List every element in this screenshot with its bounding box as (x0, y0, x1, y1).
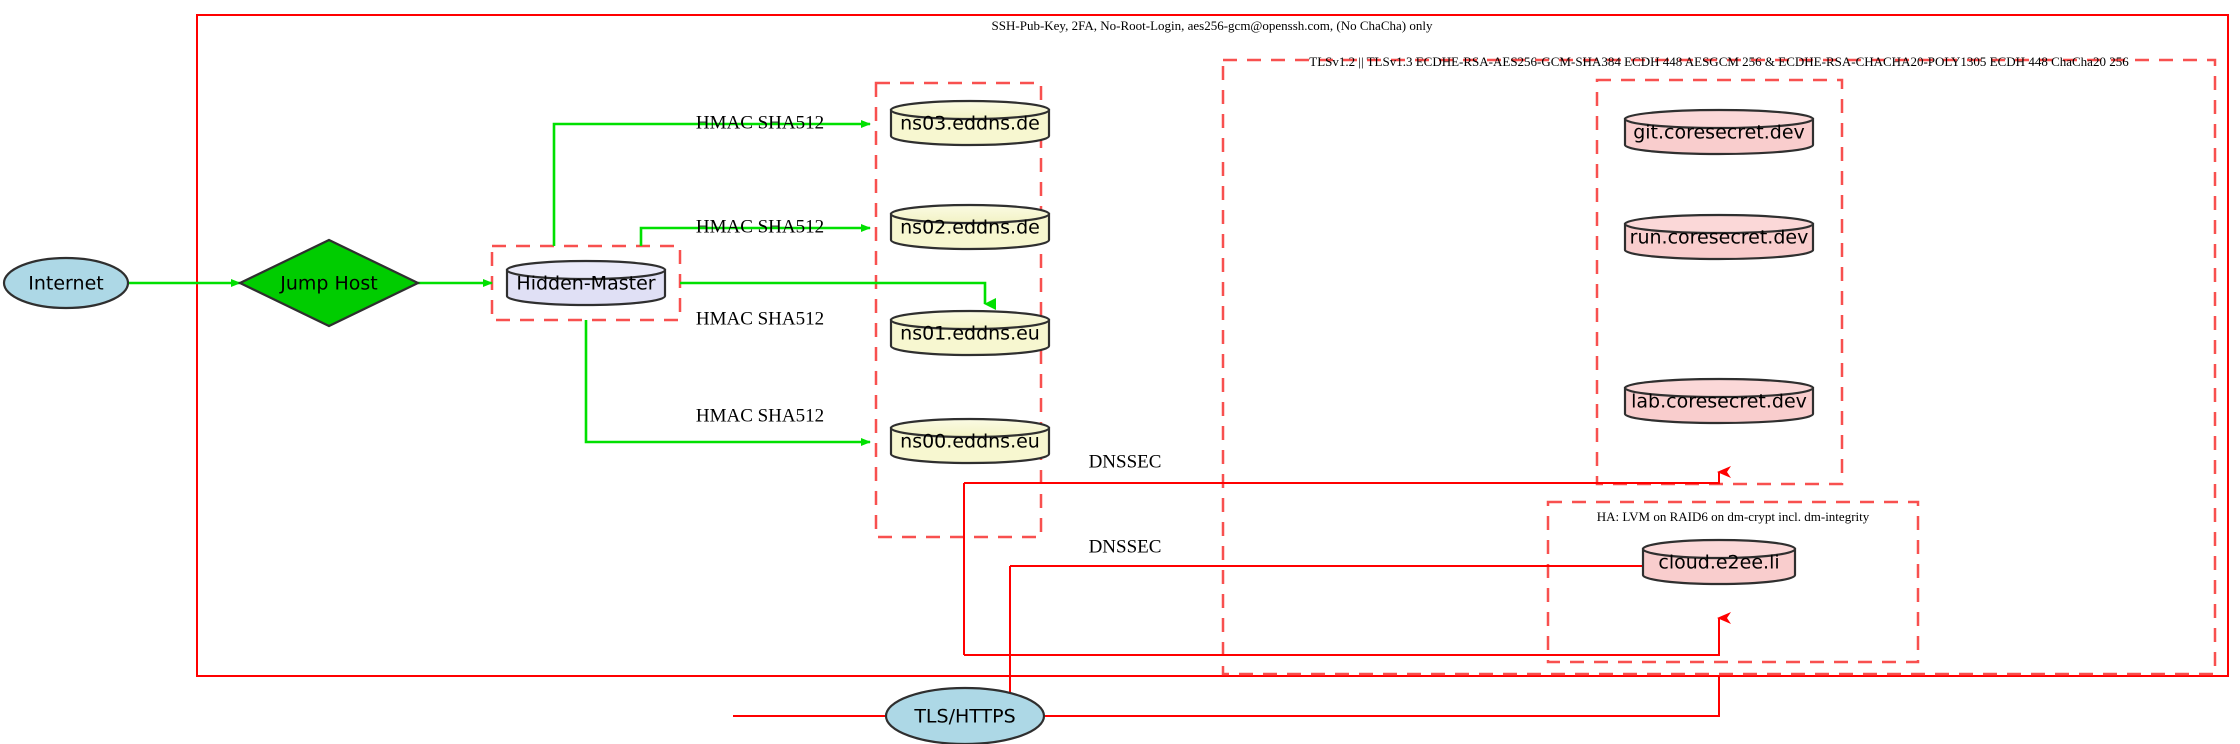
node-hidden-master-label: Hidden-Master (516, 273, 655, 295)
node-ns00[interactable]: ns00.eddns.eu (889, 417, 1051, 465)
cluster-dns-box (874, 81, 1043, 539)
edge-hiddenmaster-to-ns03 (552, 120, 871, 246)
edge-label-hmac-ns00: HMAC SHA512 (696, 405, 824, 426)
edge-dnssec-upper-riser (964, 612, 1731, 656)
node-lab-coresecret[interactable]: lab.coresecret.dev (1623, 377, 1815, 425)
cluster-ssh-label: SSH-Pub-Key, 2FA, No-Root-Login, aes256-… (992, 18, 1433, 33)
node-internet[interactable]: Internet (2, 256, 130, 310)
node-internet-label: Internet (28, 273, 103, 295)
cluster-tls-box (1221, 58, 2217, 676)
edge-label-hmac-ns03: HMAC SHA512 (696, 112, 824, 133)
edge-label-hmac-ns01: HMAC SHA512 (696, 308, 824, 329)
cluster-ssh-box (196, 14, 2229, 677)
edge-label-dnssec-lower: DNSSEC (1089, 536, 1162, 557)
node-jump-host[interactable]: Jump Host (237, 238, 421, 328)
node-ns01-label: ns01.eddns.eu (900, 323, 1040, 345)
node-hidden-master[interactable]: Hidden-Master (505, 259, 667, 307)
edge-hiddenmaster-to-ns02 (639, 224, 871, 246)
node-ns02-label: ns02.eddns.de (900, 217, 1040, 239)
node-tls-https-label: TLS/HTTPS (913, 706, 1015, 728)
node-ns03[interactable]: ns03.eddns.de (889, 99, 1051, 147)
edge-label-hmac-ns02: HMAC SHA512 (696, 216, 824, 237)
node-ns01[interactable]: ns01.eddns.eu (889, 309, 1051, 357)
node-ns02[interactable]: ns02.eddns.de (889, 203, 1051, 251)
node-run-coresecret-label: run.coresecret.dev (1630, 227, 1809, 249)
node-jump-host-label: Jump Host (279, 273, 378, 295)
cluster-ha-label: HA: LVM on RAID6 on dm-crypt incl. dm-in… (1597, 509, 1870, 524)
edge-label-dnssec-upper: DNSSEC (1089, 451, 1162, 472)
node-tls-https[interactable]: TLS/HTTPS (884, 686, 1046, 744)
node-ns03-label: ns03.eddns.de (900, 113, 1040, 135)
node-git-coresecret[interactable]: git.coresecret.dev (1623, 108, 1815, 156)
node-cloud-e2ee-label: cloud.e2ee.li (1658, 552, 1779, 574)
cluster-tls-label: TLSv1.2 || TLSv1.3 ECDHE-RSA-AES256-GCM-… (1309, 54, 2129, 69)
edge-tlshttps-to-services (1044, 676, 1720, 717)
edge-hiddenmaster-to-ns01 (680, 281, 996, 310)
node-cloud-e2ee[interactable]: cloud.e2ee.li (1641, 538, 1797, 586)
edge-hiddenmaster-to-ns00 (584, 320, 871, 446)
node-git-coresecret-label: git.coresecret.dev (1633, 122, 1805, 144)
node-lab-coresecret-label: lab.coresecret.dev (1631, 391, 1807, 413)
node-ns00-label: ns00.eddns.eu (900, 431, 1040, 453)
edge-dnssec-upper (964, 466, 1731, 484)
node-run-coresecret[interactable]: run.coresecret.dev (1623, 213, 1815, 261)
